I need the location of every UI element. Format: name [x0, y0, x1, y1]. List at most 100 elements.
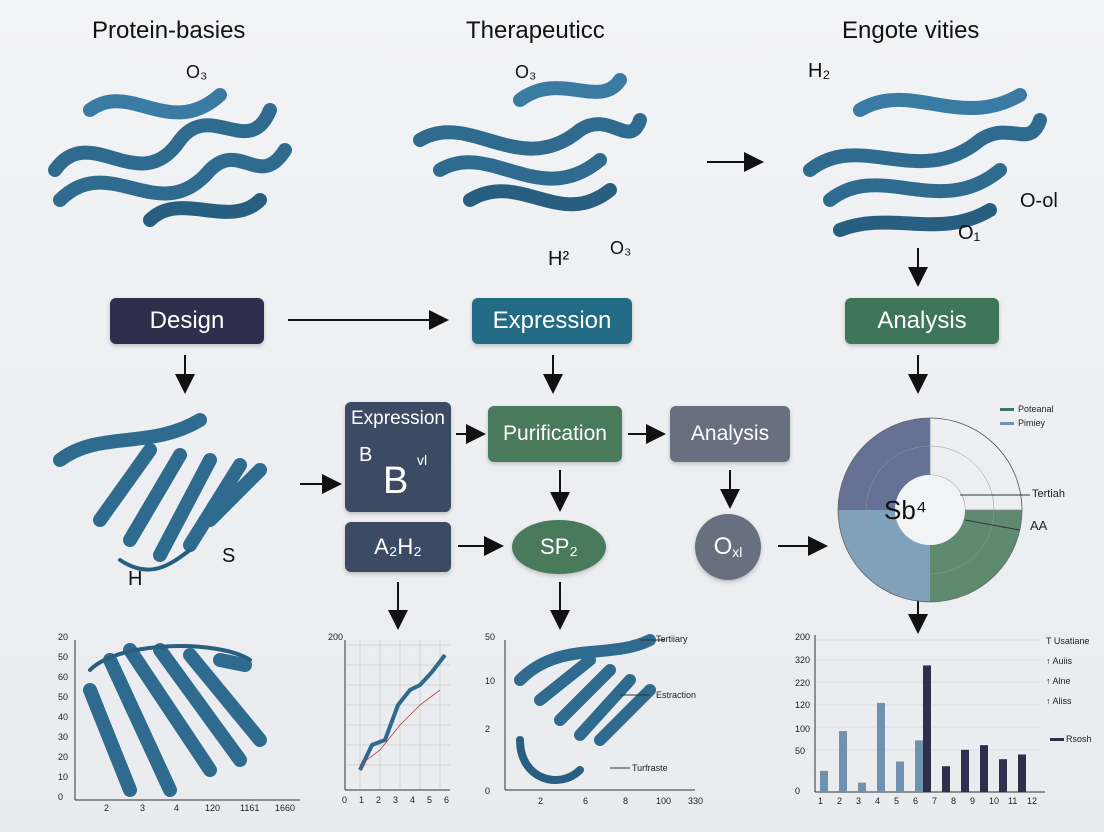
chart4-bar-2-s0	[839, 731, 847, 792]
chart2-x-tick-3: 3	[393, 795, 399, 805]
protein-ribbon-top-left	[48, 88, 292, 227]
chart3-x-tick-0: 2	[538, 796, 544, 806]
chart4-legend-series: Rsosh	[1066, 734, 1092, 744]
chart2-x-tick-5: 5	[427, 795, 433, 805]
label-h: H	[128, 568, 143, 590]
design-box[interactable]: Design	[110, 298, 264, 344]
label-o3-center-bottom: O₃	[610, 238, 632, 258]
chart4-bars	[820, 665, 1026, 792]
chart1-y-tick-3: 50	[58, 692, 69, 702]
chart4-y-tick-3: 120	[795, 700, 811, 710]
chart4-bar-9-s1	[980, 745, 988, 792]
expression-b-title: Expression	[351, 408, 445, 429]
chart3-label-extraction: Estraction	[656, 690, 697, 700]
chart4-bar-6-s1	[923, 665, 931, 792]
chart4-y-tick-5: 50	[795, 746, 806, 756]
chart2-x-tick-1: 1	[359, 795, 365, 805]
chart3-y-tick-0: 50	[485, 632, 496, 642]
purification-box[interactable]: Purification	[488, 406, 622, 462]
chart2-line-secondary	[359, 689, 441, 766]
chart1-y-tick-4: 40	[58, 712, 69, 722]
chart2-y-tick-0: 200	[328, 632, 344, 642]
radial-center-label: Sb⁴	[884, 495, 927, 525]
chart2-line	[358, 653, 447, 771]
chart2-axes	[344, 640, 450, 791]
radial-legend-1: Pimiey	[1018, 418, 1046, 428]
protein-ribbon-top-right	[803, 88, 1047, 237]
chart4-bar-6-s0	[915, 740, 923, 792]
a2h2-box[interactable]: A₂H₂	[345, 522, 451, 572]
chart1-y-tick-1: 50	[58, 652, 69, 662]
label-o1-right: O₁	[958, 222, 981, 244]
chart3-axes	[504, 639, 695, 791]
chart4-bar-4-s0	[877, 702, 885, 792]
label-h2-center: H²	[548, 248, 570, 270]
chart4-bar-5-s0	[896, 761, 904, 792]
sp2-ellipse[interactable]: SP₂	[512, 520, 606, 574]
chart4-x-tick-5: 6	[913, 796, 919, 806]
chart4-y-tick-2: 220	[795, 678, 811, 688]
chart4-legend-item-0: T Usatiane	[1046, 636, 1090, 646]
chart4-bar-7-s1	[942, 766, 950, 792]
chart3-y-tick-3: 0	[485, 786, 491, 796]
header-right: Engote vities	[842, 17, 980, 44]
label-o3-center-top: O₃	[515, 62, 537, 82]
chart2-x-tick-6: 6	[444, 795, 450, 805]
flow-arrows	[175, 152, 928, 634]
chart1-x-tick-3: 120	[205, 803, 221, 813]
chart2-x-tick-0: 0	[342, 795, 348, 805]
protein-ribbon-middle-left	[53, 413, 267, 572]
protein-ribbon-bottom-center	[514, 634, 656, 784]
chart1-x-tick-0: 2	[104, 803, 110, 813]
chart4-x-tick-0: 1	[818, 796, 824, 806]
chart4-y-tick-4: 100	[795, 724, 811, 734]
chart3-label-tertiary: Tertiiary	[656, 634, 688, 644]
chart1-x-tick-2: 4	[174, 803, 180, 813]
chart1-y-tick-5: 30	[58, 732, 69, 742]
chart1-y-tick-6: 20	[58, 752, 69, 762]
chart4-bar-11-s1	[1018, 754, 1026, 792]
radial-label-tertiah: Tertiah	[1032, 488, 1066, 500]
header-left: Protein-basies	[92, 17, 246, 44]
chart4-x-tick-10: 11	[1008, 796, 1018, 806]
label-o3-left: O₃	[186, 62, 208, 82]
expression-b-big: B	[383, 460, 409, 502]
chart4-x-tick-8: 9	[970, 796, 976, 806]
radial-legend-0: Poteanal	[1018, 404, 1054, 414]
oxl-o: O	[713, 533, 733, 560]
chart1-y-tick-8: 0	[58, 792, 64, 802]
chart3-label-turfraste: Turfraste	[632, 763, 668, 773]
chart4-legend-item-3: ↑ Aliss	[1046, 696, 1072, 706]
chart3-y-tick-2: 2	[485, 724, 491, 734]
analysis-grey-box[interactable]: Analysis	[670, 406, 790, 462]
chart2-x-tick-2: 2	[376, 795, 382, 805]
chart4-x-tick-3: 4	[875, 796, 881, 806]
chart3-y-tick-1: 10	[485, 676, 496, 686]
expression-b-box[interactable]: Expression B vl B	[345, 402, 451, 512]
chart3-x-tick-3: 100	[656, 796, 672, 806]
chart2-grid	[345, 640, 450, 790]
chart4-x-tick-1: 2	[837, 796, 843, 806]
chart4-x-tick-7: 8	[951, 796, 957, 806]
chart4-x-tick-4: 5	[894, 796, 900, 806]
expression-vl: vl	[417, 452, 428, 468]
chart4-legend-item-1: ↑ Auiis	[1046, 656, 1073, 666]
chart1-y-tick-0: 20	[58, 632, 69, 642]
chart4-x-tick-6: 7	[932, 796, 938, 806]
chart3-x-tick-2: 8	[623, 796, 629, 806]
chart4-bar-10-s1	[999, 759, 1007, 792]
chart4-bar-3-s0	[858, 782, 866, 792]
header-center: Therapeuticc	[466, 17, 605, 44]
expression-box[interactable]: Expression	[472, 298, 632, 344]
chart4-legend-item-2: ↑ Alne	[1046, 676, 1071, 686]
chart1-axes	[74, 640, 300, 801]
chart1-x-tick-5: 1660	[275, 803, 296, 813]
chart4-y-tick-1: 320	[795, 655, 811, 665]
chart1-x-tick-4: 1161	[240, 803, 260, 813]
chart3-x-tick-1: 6	[583, 796, 589, 806]
analysis-box[interactable]: Analysis	[845, 298, 999, 344]
chart4-x-tick-9: 10	[989, 796, 1000, 806]
radial-label-aa: AA	[1030, 518, 1048, 533]
